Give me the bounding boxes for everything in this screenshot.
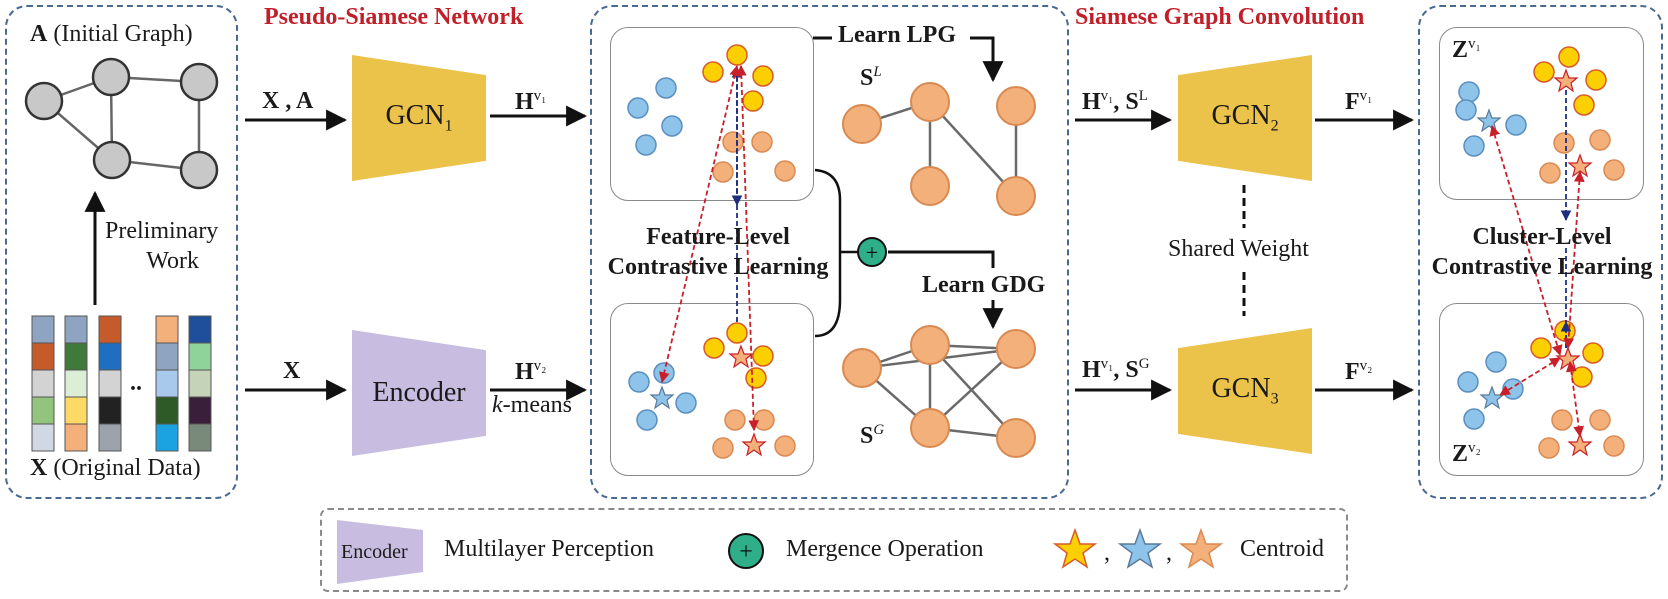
x-label: X (283, 358, 301, 384)
z-v2-label: Zv₂ (1452, 440, 1481, 467)
initial-graph-nodes (24, 57, 219, 190)
learning-panel (590, 5, 1069, 499)
original-data-label: X (Original Data) (30, 455, 201, 481)
feature-v2-yellow-centroid (728, 344, 754, 369)
hsg-label: Hv₁, SG (1082, 356, 1150, 383)
legend-comma-2: , (1166, 540, 1172, 566)
merge-icon (857, 237, 887, 267)
legend-encoder-label: Encoder (341, 541, 408, 563)
learn-gdg-label: Learn GDG (922, 272, 1046, 298)
cluster-level-label: Cluster-Level Contrastive Learning (1431, 224, 1653, 280)
feature-contrast-arrows (658, 64, 760, 432)
merge-curve (814, 168, 842, 338)
gcn3-label: GCN3 (1211, 373, 1279, 408)
output-panel (1418, 5, 1663, 499)
input-panel (5, 5, 238, 499)
cluster-contrast-arrows (1489, 90, 1585, 438)
feature-v1-nodes (627, 44, 796, 183)
gcn3-module: GCN3 (1178, 328, 1312, 454)
lpg-bracket-right (970, 36, 1004, 83)
legend-yellow-star (1052, 527, 1098, 569)
legend-plus: + (739, 539, 753, 565)
legend-mlp-label: Multilayer Perception (444, 536, 654, 562)
cluster-v2-nodes (1457, 320, 1625, 459)
hsl-label: Hv₁, SL (1082, 88, 1148, 115)
cluster-v2-blue-centroid (1479, 385, 1505, 410)
merge-plus: + (866, 240, 878, 265)
cluster-v1-yellow-centroid (1553, 68, 1579, 93)
legend (320, 508, 1348, 592)
encoder-label: Encoder (372, 377, 466, 408)
legend-merge-icon (728, 533, 764, 569)
siamese-gc-title: Siamese Graph Convolution (1075, 4, 1365, 30)
data-matrix (31, 315, 212, 452)
legend-orange-star (1178, 527, 1224, 569)
xa-label: X , A (262, 88, 314, 114)
s-l-label: SL (860, 64, 882, 91)
feature-v2-orange-centroid (741, 432, 767, 457)
hv1-label: Hv₁ (515, 88, 547, 115)
cluster-v1-nodes (1455, 46, 1625, 184)
gcn2-module: GCN2 (1178, 55, 1312, 181)
lpg-nodes (842, 82, 1036, 216)
hv2-label: Hv₂ (515, 358, 547, 385)
kmeans-label: k-means (492, 392, 572, 418)
gcn1-label: GCN1 (385, 100, 453, 135)
encoder-module: Encoder (352, 330, 486, 456)
z-v1-label: Zv₁ (1452, 36, 1481, 63)
pseudo-siamese-title: Pseudo-Siamese Network (264, 4, 524, 30)
legend-centroid-label: Centroid (1240, 536, 1324, 562)
legend-comma-1: , (1104, 540, 1110, 566)
fv1-label: Fv₁ (1345, 88, 1373, 115)
feature-level-label: Feature-Level Contrastive Learning (607, 224, 829, 280)
feature-v2-blue-centroid (649, 385, 675, 410)
shared-weight-label: Shared Weight (1168, 236, 1309, 262)
matrix-ellipsis: .. (130, 370, 142, 396)
gcn2-label: GCN2 (1211, 100, 1279, 135)
gdg-bracket-top (888, 250, 995, 268)
fv2-label: Fv₂ (1345, 358, 1373, 385)
gdg-nodes (842, 325, 1036, 458)
legend-encoder-shape (337, 520, 423, 584)
gcn1-module: GCN1 (352, 55, 486, 181)
learn-lpg-label: Learn LPG (838, 22, 956, 48)
s-g-label: SG (860, 422, 885, 449)
initial-graph-label: A (Initial Graph) (30, 21, 193, 47)
feature-v2-nodes (628, 322, 796, 459)
legend-mergence-label: Mergence Operation (786, 536, 984, 562)
cluster-v2-orange-centroid (1567, 432, 1593, 457)
preliminary-work-label: Preliminary Work (105, 218, 219, 274)
cluster-v1-blue-centroid (1476, 108, 1502, 133)
legend-blue-star (1117, 527, 1163, 569)
